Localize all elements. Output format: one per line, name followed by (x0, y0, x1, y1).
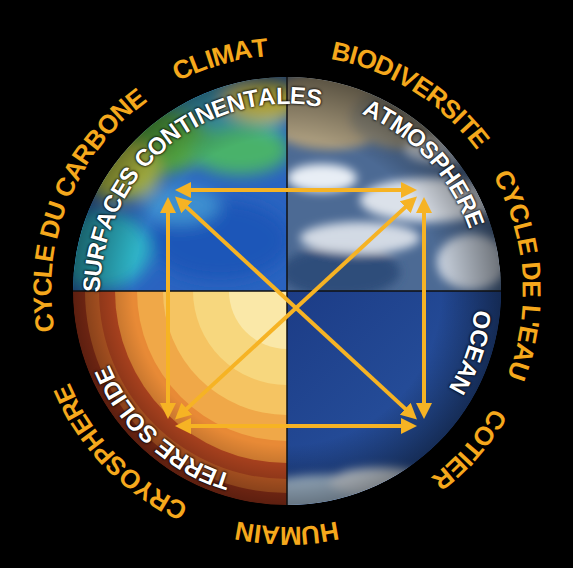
letter: E (513, 235, 542, 257)
letter: L (29, 261, 56, 279)
globe (50, 70, 507, 525)
sphere-anchor: ATMOSPHERE (417, 183, 431, 197)
solid-earth-quadrant (73, 291, 287, 505)
letter: A (257, 84, 277, 110)
letter: T (250, 34, 269, 62)
sphere-anchor: OCEAN (417, 419, 431, 433)
theme-label: COTIER (426, 403, 513, 497)
sphere-anchor: SURFACES CONTINENTALES (161, 183, 175, 197)
letter: D (517, 260, 544, 281)
exchange-arrow (181, 202, 411, 414)
theme-label: CLIMAT (167, 32, 271, 87)
letter: Y (29, 296, 56, 315)
exchange-arrow (166, 205, 170, 411)
theme-label: CYCLE DE L'EAU (488, 164, 547, 385)
letter: U (300, 521, 321, 549)
letter: C (29, 278, 55, 297)
theme-label: BIODIVERSITE (327, 36, 496, 155)
letter: E (519, 280, 545, 298)
sphere-anchor: TERRE SOLIDE (161, 419, 175, 433)
quadrant-divider (73, 290, 501, 292)
letter: E (290, 84, 307, 109)
globe-shading (73, 77, 501, 505)
letter: A (260, 522, 280, 549)
letter: S (305, 85, 324, 111)
letter: S (80, 276, 105, 293)
theme-label: CYCLE DU CARBONE (27, 82, 152, 336)
exchange-arrow (422, 205, 426, 411)
theme-label: CRYOSPHERE (48, 379, 192, 527)
exchange-arrow (181, 202, 411, 414)
letter: M (280, 523, 302, 549)
exchange-arrow (183, 188, 409, 192)
sphere-label: OCEAN (444, 308, 497, 400)
letter: H (318, 518, 341, 547)
theme-label: HUMAIN (232, 516, 342, 551)
letter: L (275, 84, 290, 108)
earth-layer (73, 291, 287, 505)
exchange-arrow (183, 424, 409, 428)
letter: C (30, 312, 58, 334)
